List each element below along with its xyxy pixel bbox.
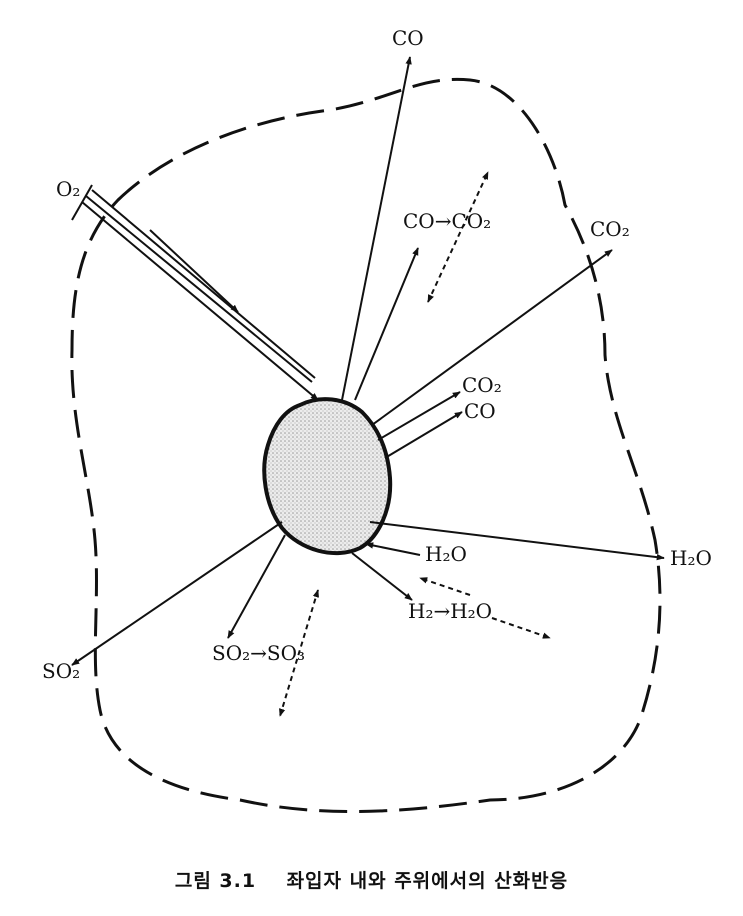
label-h2o-right: H₂O: [670, 546, 712, 570]
figure-title: 좌입자 내와 주위에서의 산화반응: [286, 870, 569, 892]
figure-caption: 그림 3.1 좌입자 내와 주위에서의 산화반응: [0, 866, 743, 893]
label-so2-to-so3: SO₂→SO₃: [212, 641, 305, 665]
label-h2o-surface: H₂O: [425, 542, 467, 566]
o2-inflow: [71, 184, 319, 401]
co-surface-arrow: [384, 411, 463, 459]
co2-surface-arrow: [377, 391, 461, 441]
figure-number: 그림 3.1: [174, 870, 257, 892]
particle: [262, 397, 393, 556]
label-co2-right: CO₂: [590, 217, 630, 241]
so2-left-arrow: [71, 521, 283, 666]
label-co2-surface: CO₂: [462, 373, 502, 397]
label-co-top: CO: [392, 26, 424, 50]
dashed-boundary: [70, 77, 662, 814]
so3-dashed-arrow: [279, 589, 319, 717]
oxidation-diagram: CO O₂ CO→CO₂ CO₂ CO₂ CO H₂O H₂O H₂→H₂O S…: [42, 26, 712, 814]
h2-arrow: [351, 552, 413, 601]
h2o-surface-arrow: [365, 542, 421, 556]
h2o-dashed-arrow-back: [419, 577, 471, 596]
co2-right-arrow: [371, 249, 613, 426]
label-co-surface: CO: [464, 399, 496, 423]
h2o-dashed-arrow-out: [491, 617, 551, 639]
label-so2-left: SO₂: [42, 659, 80, 683]
h2o-right-arrow: [369, 521, 665, 561]
label-h2-to-h2o: H₂→H₂O: [408, 599, 492, 623]
so2-oxidation-arrow: [227, 534, 286, 639]
co-top-arrow: [341, 56, 412, 401]
label-co-to-co2: CO→CO₂: [403, 209, 491, 233]
label-o2: O₂: [56, 177, 80, 201]
co-oxidation-arrow: [354, 247, 419, 401]
co-co2-dashed-arrow: [427, 171, 489, 303]
